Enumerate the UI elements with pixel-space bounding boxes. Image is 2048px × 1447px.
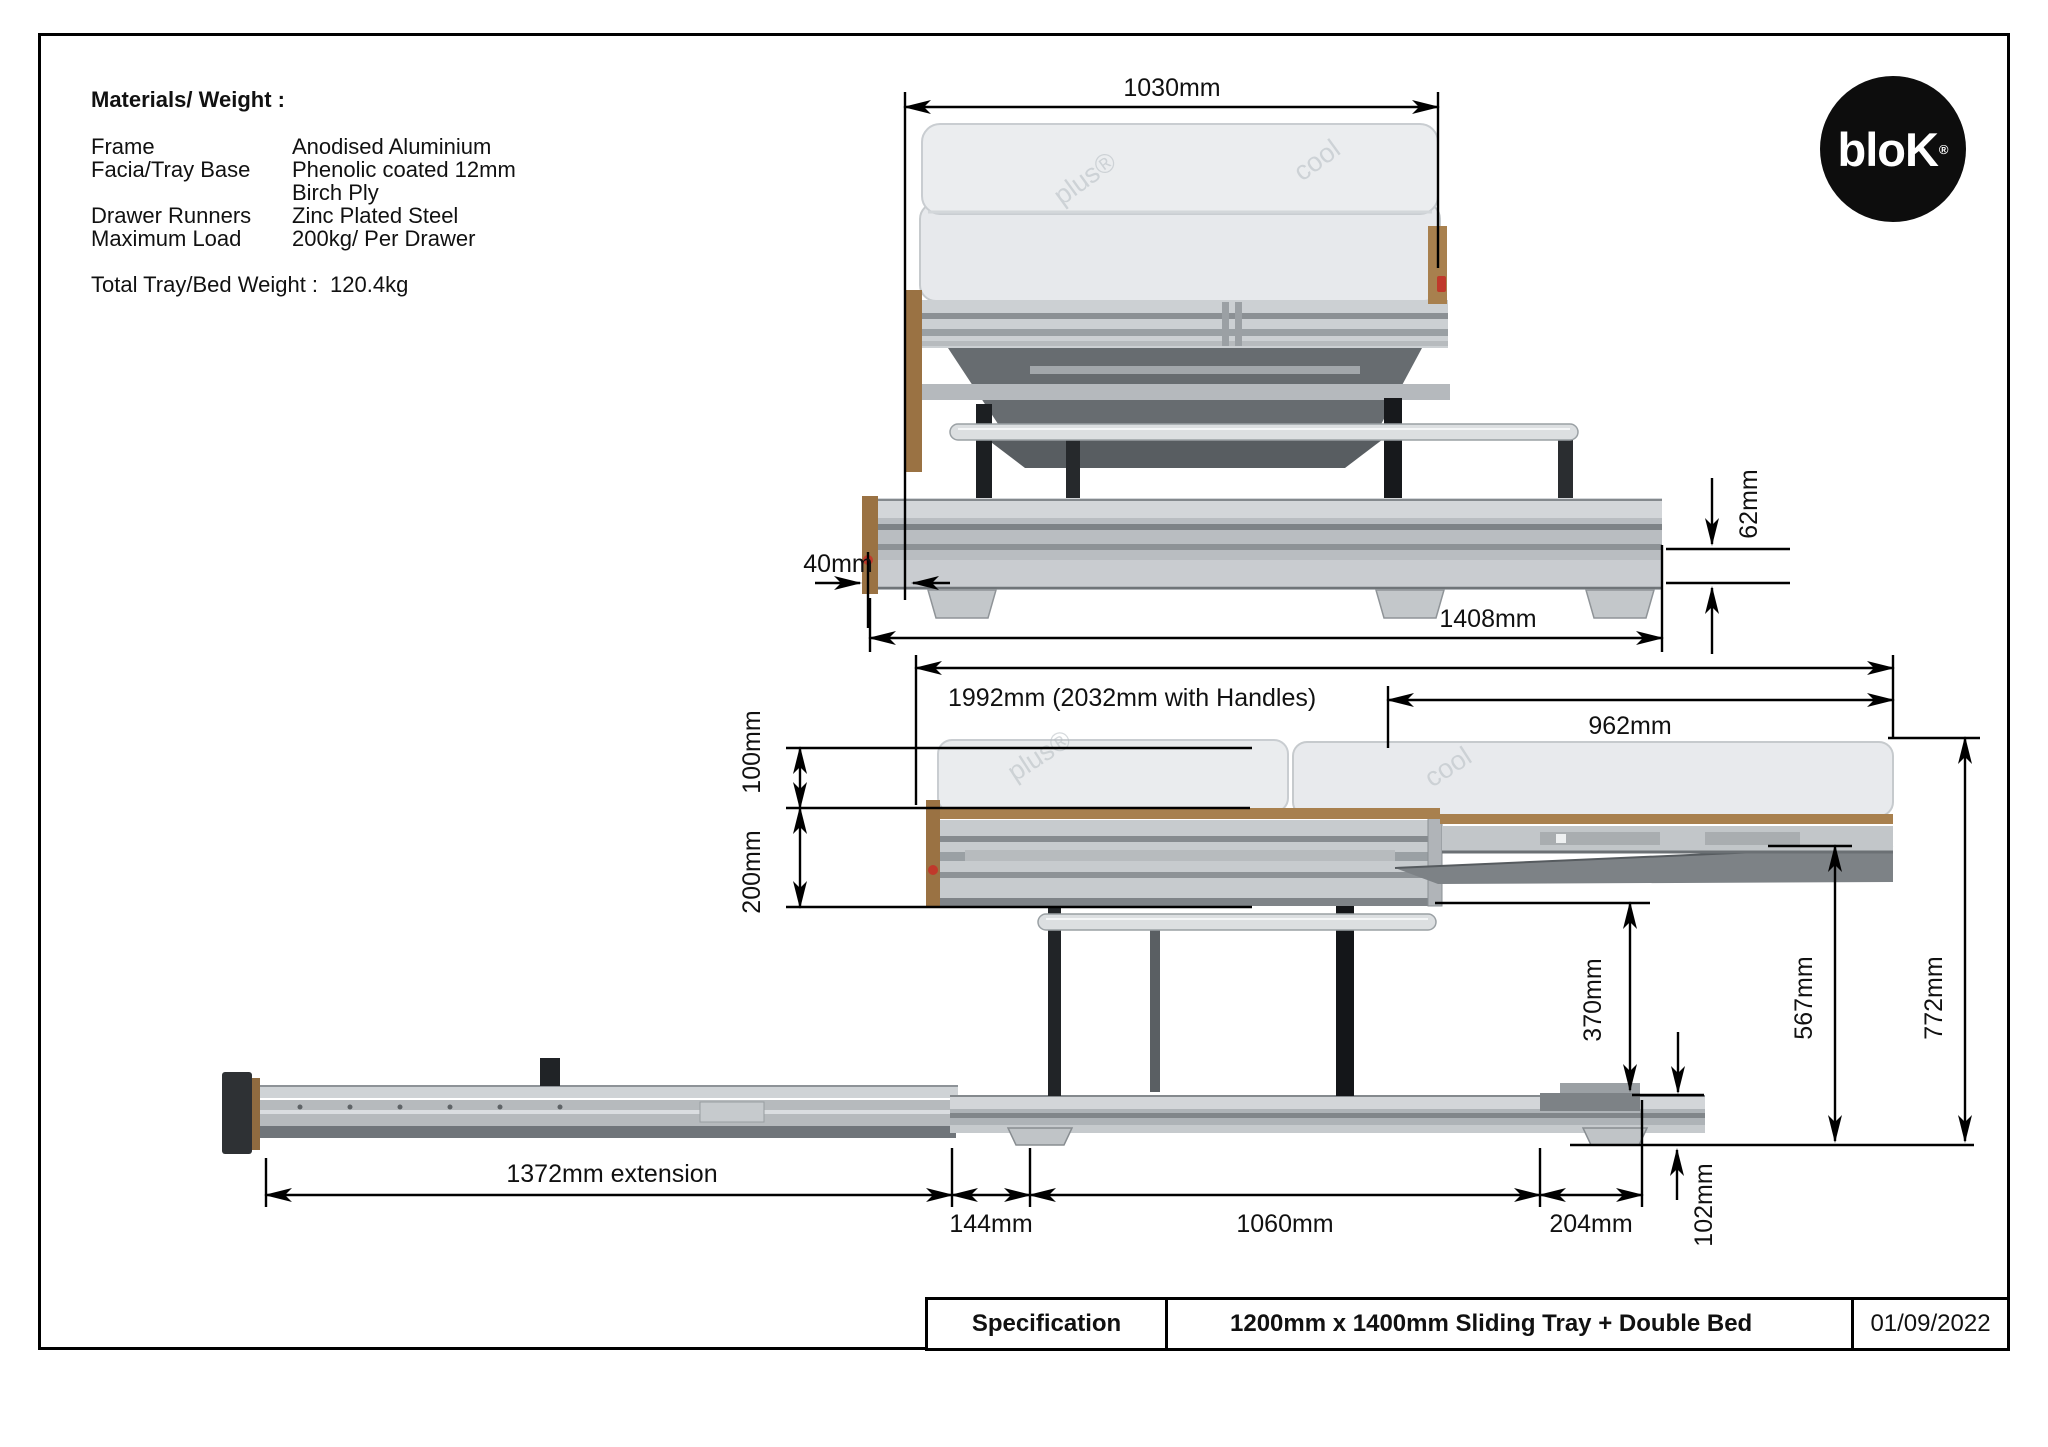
material-value: Zinc Plated Steel [292,203,459,228]
tray-foot [1585,589,1655,619]
total-weight-row: Total Tray/Bed Weight : 120.4kg [91,273,516,296]
tray-foot [927,589,997,619]
mattress-extended-half [1292,741,1894,817]
materials-row: Facia/Tray Base Phenolic coated 12mm [91,158,516,181]
total-weight-label: Total Tray/Bed Weight : [91,272,319,297]
closed-bed-illustration: plus® cool [862,123,1662,619]
bed-leg [1150,920,1160,1092]
total-weight-value: 120.4kg [330,272,409,297]
support-wedge [1395,846,1893,884]
red-latch [1437,276,1446,292]
tray-foot [1006,1127,1074,1146]
dim-label-mattress-width: 1030mm [1123,74,1220,102]
materials-row: Drawer Runners Zinc Plated Steel [91,204,516,227]
dim-label-overall-height: 772mm [1920,956,1948,1039]
mattress-fixed-half [937,739,1289,813]
material-label: Frame [91,134,155,159]
bed-leg [1048,906,1061,1096]
dim-label-clearance: 370mm [1579,958,1607,1041]
title-block-date: 01/09/2022 [1851,1300,2007,1348]
dim-label-tray-length: 1408mm [1439,605,1536,633]
title-block: Specification 1200mm x 1400mm Sliding Tr… [925,1297,2010,1351]
bed-leg [1336,906,1354,1096]
red-knob [928,865,938,875]
registered-trademark-icon: ® [1938,141,1949,157]
material-value: Birch Ply [292,180,379,205]
tray-foot [1375,589,1445,619]
dim-label-mattress-thickness: 100mm [738,710,766,793]
tray-stop-tab [540,1058,560,1086]
material-label: Facia/Tray Base [91,157,251,182]
materials-row: Birch Ply [91,181,516,204]
material-value: Anodised Aluminium [292,134,492,159]
mattress-upper [921,123,1439,215]
dim-label-tray-profile-height: 62mm [1735,469,1763,538]
dim-label-extension-length: 1372mm extension [506,1160,717,1188]
dim-label-segment-c: 204mm [1549,1210,1632,1238]
tray-foot [1581,1127,1649,1146]
blok-logo-text: bloK [1837,122,1938,176]
chrome-crossbar [949,423,1579,441]
blok-logo: bloK ® [1820,76,1966,222]
mattress-lower [919,202,1441,302]
material-label: Maximum Load [91,226,242,251]
title-block-description: 1200mm x 1400mm Sliding Tray + Double Be… [1230,1310,1753,1337]
material-value: Phenolic coated 12mm [292,157,516,182]
chrome-crossbar [1037,913,1437,931]
extended-drawer-runner [1442,826,1893,852]
dim-label-frame-depth: 200mm [738,830,766,913]
dim-label-tray-rail-height: 102mm [1690,1163,1718,1246]
materials-row: Maximum Load 200kg/ Per Drawer [91,227,516,250]
dim-label-extended-bed-length: 962mm [1588,712,1671,740]
dim-label-segment-a: 144mm [949,1210,1032,1238]
wood-facia-left [926,800,940,906]
title-block-label: Specification [928,1300,1168,1348]
extended-bed-illustration: plus® cool [222,724,1894,1154]
materials-block: Materials/ Weight : Frame Anodised Alumi… [91,88,516,296]
dim-label-extended-bed-height: 567mm [1790,956,1818,1039]
material-label: Drawer Runners [91,203,252,228]
wood-facia-left [905,290,922,472]
tray-wood-cap [862,496,878,594]
dim-label-segment-b: 1060mm [1236,1210,1333,1238]
dimension-annotations-extended: 1992mm (2032mm with Handles) 962mm 100mm… [264,655,1980,1247]
dim-label-tray-offset: 40mm [803,550,872,578]
materials-title: Materials/ Weight : [91,87,285,112]
dimension-annotations-closed: 1030mm 40mm 62mm 1408mm [803,74,1790,654]
dim-label-overall-length: 1992mm (2032mm with Handles) [948,684,1316,712]
materials-row: Frame Anodised Aluminium [91,135,516,158]
tray-end-cap [222,1072,252,1154]
material-value: 200kg/ Per Drawer [292,226,476,251]
